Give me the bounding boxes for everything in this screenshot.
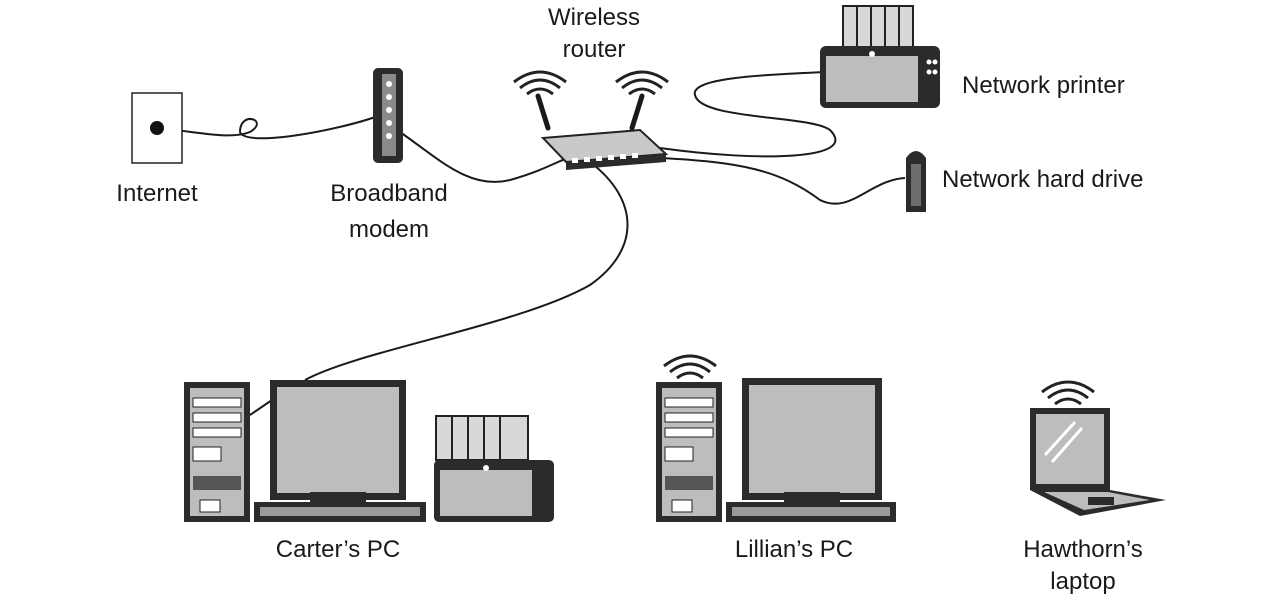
label-network-printer: Network printer bbox=[962, 72, 1125, 99]
label-router-line2: router bbox=[562, 36, 626, 63]
modem-icon bbox=[373, 68, 403, 163]
label-internet: Internet bbox=[116, 180, 198, 207]
cables bbox=[156, 71, 906, 416]
cable-router-carter bbox=[304, 161, 629, 381]
hard-drive-icon bbox=[906, 151, 926, 212]
label-carter-pc: Carter’s PC bbox=[275, 536, 401, 563]
label-laptop-line1: Hawthorn’s bbox=[1023, 536, 1143, 563]
carter-pc-icon bbox=[184, 380, 554, 522]
printer-icon bbox=[820, 5, 940, 108]
cable-internet-modem bbox=[156, 115, 379, 140]
label-router-line1: Wireless bbox=[547, 4, 641, 31]
cable-router-harddrive bbox=[659, 157, 906, 205]
label-laptop-line2: laptop bbox=[1050, 568, 1116, 595]
wall-jack-icon bbox=[131, 92, 183, 164]
router-icon bbox=[512, 70, 670, 170]
label-modem-line2: modem bbox=[348, 216, 430, 243]
cable-carter-monitor bbox=[249, 399, 273, 416]
laptop-icon bbox=[1030, 380, 1166, 516]
label-modem-line1: Broadband bbox=[330, 180, 448, 207]
label-network-hard-drive: Network hard drive bbox=[942, 166, 1144, 193]
cable-router-printer bbox=[659, 71, 837, 158]
cable-modem-router bbox=[399, 131, 576, 183]
lillian-pc-icon bbox=[656, 354, 896, 522]
label-lillian-pc: Lillian’s PC bbox=[734, 536, 854, 563]
